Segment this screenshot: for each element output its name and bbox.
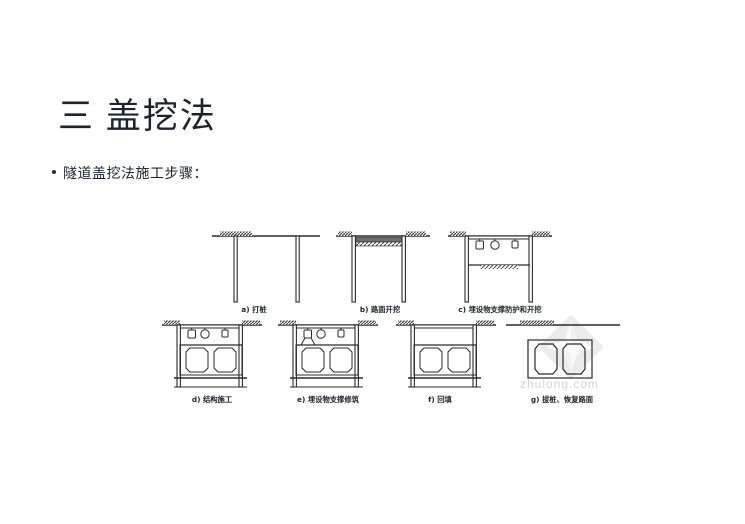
bullet-item-label: 隧道盖挖法施工步骤： <box>63 166 208 182</box>
panel-caption-c: c) 埋设物支撑防护和开挖 <box>458 305 542 314</box>
panel-caption-b: b) 路面开挖 <box>360 305 401 314</box>
panel-caption-a: a) 打桩 <box>241 305 267 314</box>
diagram-panel-e: e) 埋设物支撑修筑 <box>278 320 378 404</box>
panel-caption-e: e) 埋设物支撑修筑 <box>297 395 360 404</box>
diagram-panel-f: f) 回填 <box>396 320 496 404</box>
twin-box-structure-g <box>527 339 593 379</box>
utility-pipes-c <box>475 239 519 250</box>
utility-pipes-d <box>187 328 229 339</box>
panel-caption-f: f) 回填 <box>428 395 452 404</box>
page-title: 三 盖挖法 <box>58 97 217 136</box>
twin-box-structure-d <box>179 344 243 376</box>
diagram-panel-a: a) 打桩 <box>212 231 320 314</box>
diagram-panel-d: d) 结构施工 <box>162 320 262 404</box>
utility-pipes-e <box>303 328 345 339</box>
cut-and-cover-steps-figure: zhulong.com a) 打桩 b) 路面开挖 <box>150 212 630 412</box>
pipe-cradle <box>300 337 316 346</box>
twin-box-structure-e <box>295 344 359 376</box>
panel-caption-d: d) 结构施工 <box>192 395 233 404</box>
bullet-point-icon <box>52 170 56 174</box>
diagram-panel-b: b) 路面开挖 <box>336 231 430 314</box>
twin-box-structure-f <box>413 344 477 376</box>
diagram-panel-c: c) 埋设物支撑防护和开挖 <box>448 231 552 314</box>
panel-caption-g: g) 拔桩、恢复路面 <box>531 395 594 404</box>
watermark-text: zhulong.com <box>520 377 599 391</box>
diagram-panel-g: g) 拔桩、恢复路面 <box>506 320 620 404</box>
bullet-list-item: 隧道盖挖法施工步骤： <box>52 163 208 183</box>
watermark-logo-icon <box>538 314 604 380</box>
